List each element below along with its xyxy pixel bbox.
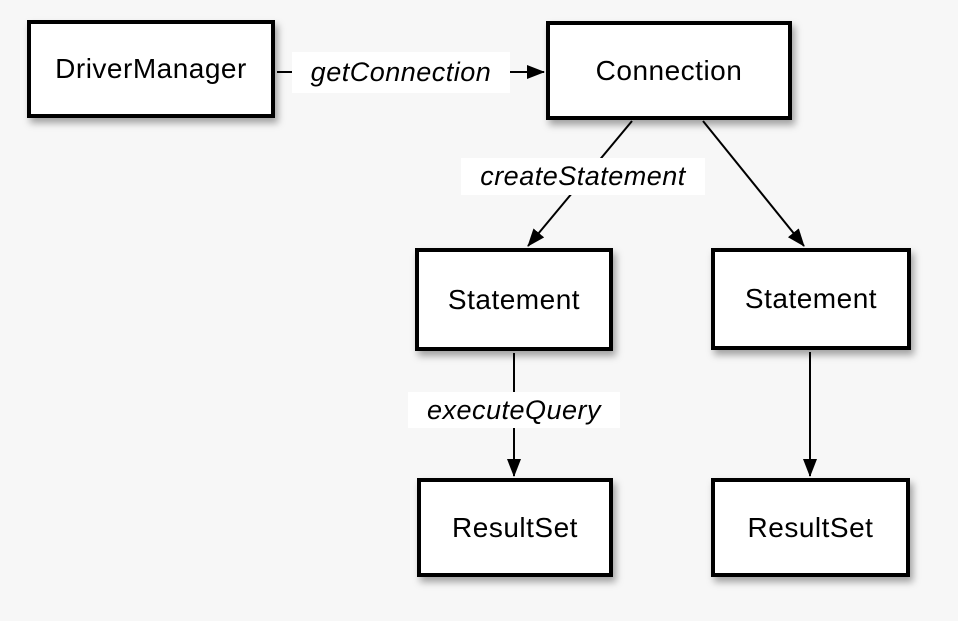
node-resultset-left: ResultSet [417, 478, 613, 577]
edge-label-get-connection-text: getConnection [310, 57, 492, 87]
edge-label-execute-query: executeQuery [408, 392, 620, 428]
node-driver-manager: DriverManager [27, 20, 275, 118]
node-statement-left-label: Statement [447, 283, 581, 315]
node-resultset-right: ResultSet [711, 478, 910, 577]
node-statement-right: Statement [711, 248, 911, 350]
node-connection: Connection [546, 21, 792, 120]
node-statement-right-label: Statement [744, 283, 878, 314]
edge-connection-to-statement-right-line [702, 120, 805, 247]
edge-label-get-connection: getConnection [292, 52, 510, 93]
edge-label-create-statement: createStatement [461, 158, 705, 195]
node-statement-left: Statement [415, 248, 613, 351]
edge-label-execute-query-text: executeQuery [426, 394, 602, 425]
node-resultset-right-label: ResultSet [747, 511, 874, 543]
node-driver-manager-label: DriverManager [55, 53, 247, 84]
node-connection-label: Connection [595, 54, 743, 86]
node-resultset-left-label: ResultSet [452, 511, 578, 543]
edge-label-create-statement-text: createStatement [480, 161, 686, 191]
